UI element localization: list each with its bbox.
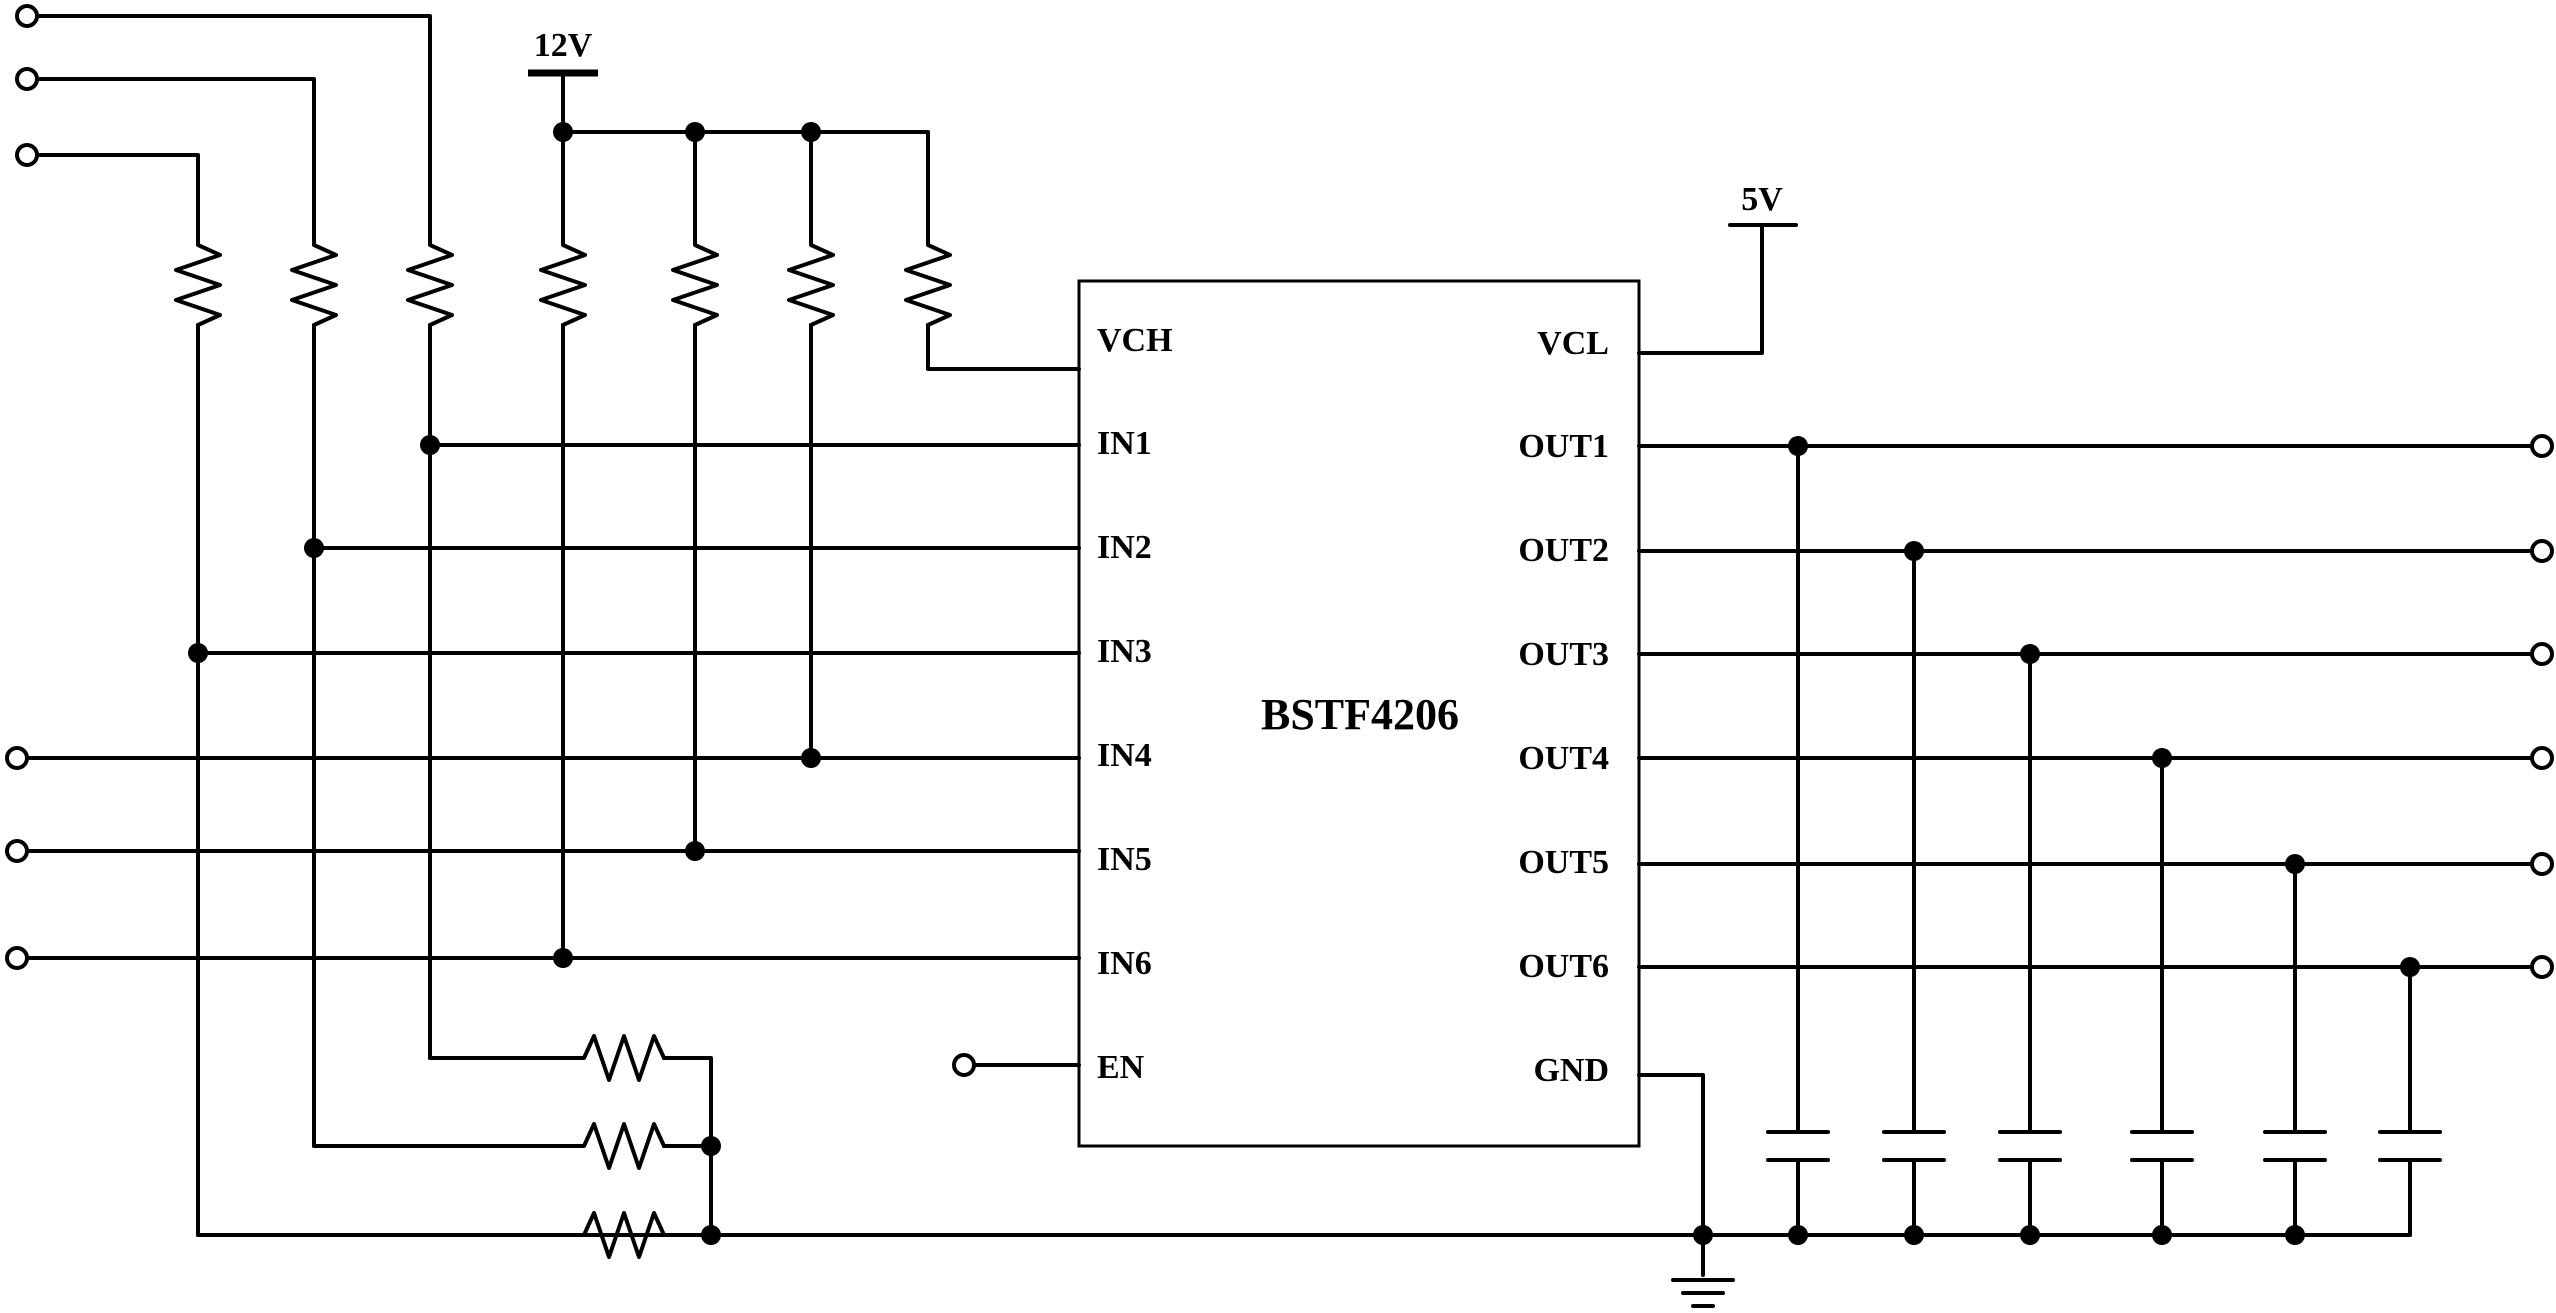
junction-dot (1788, 1225, 1808, 1245)
pin-label-vch: VCH (1097, 322, 1173, 359)
junction-dot (801, 122, 821, 142)
junction-dot (2020, 644, 2040, 664)
input-terminal (15, 67, 39, 91)
pin-label-out3: OUT3 (1518, 636, 1609, 673)
pin-label-in5: IN5 (1097, 841, 1152, 878)
enable-terminal (952, 1053, 976, 1077)
junction-dot (685, 122, 705, 142)
junction-dot (685, 841, 705, 861)
pin-label-en: EN (1097, 1049, 1145, 1086)
input-terminal (15, 4, 39, 28)
output-terminal (2530, 852, 2554, 876)
resistor (574, 1034, 666, 1082)
resistor (787, 235, 835, 327)
junction-dot (553, 122, 573, 142)
pin-label-vcl: VCL (1537, 325, 1609, 362)
ic-name: BSTF4206 (1261, 690, 1459, 739)
output-terminal (2530, 746, 2554, 770)
input-terminal (5, 746, 29, 770)
supply-5v-label: 5V (1741, 181, 1783, 218)
pin-label-in4: IN4 (1097, 737, 1152, 774)
junction-dot (701, 1136, 721, 1156)
supply-12v-label: 12V (534, 27, 593, 64)
pin-label-out2: OUT2 (1518, 532, 1609, 569)
junction-dot (304, 538, 324, 558)
pin-label-out5: OUT5 (1518, 844, 1609, 881)
resistor (574, 1211, 666, 1259)
pin-label-gnd: GND (1533, 1052, 1609, 1089)
junction-dot (1904, 541, 1924, 561)
pin-label-in6: IN6 (1097, 945, 1152, 982)
resistors-vertical (174, 235, 952, 327)
input-terminal (5, 946, 29, 970)
junction-dots (188, 122, 2420, 1245)
wiring (26, 14, 2534, 1277)
junction-dot (188, 643, 208, 663)
pin-label-out1: OUT1 (1518, 428, 1609, 465)
junction-dot (2285, 854, 2305, 874)
junction-dot (2020, 1225, 2040, 1245)
output-terminal (2530, 642, 2554, 666)
junction-dot (2152, 1225, 2172, 1245)
pin-label-out4: OUT4 (1518, 740, 1609, 777)
junction-dot (701, 1225, 721, 1245)
resistor (406, 235, 454, 327)
junction-dot (420, 435, 440, 455)
junction-dot (2285, 1225, 2305, 1245)
resistor (539, 235, 587, 327)
junction-dot (801, 748, 821, 768)
junction-dot (1788, 436, 1808, 456)
pin-label-in1: IN1 (1097, 425, 1152, 462)
pin-label-out6: OUT6 (1518, 948, 1609, 985)
resistor (290, 235, 338, 327)
output-terminal (2530, 955, 2554, 979)
pin-label-in3: IN3 (1097, 633, 1152, 670)
pin-label-in2: IN2 (1097, 529, 1152, 566)
capacitors (1766, 1130, 2442, 1162)
input-terminal (5, 839, 29, 863)
input-terminal (15, 143, 39, 167)
junction-dot (1904, 1225, 1924, 1245)
junction-dot (2152, 748, 2172, 768)
resistors-horizontal (574, 1034, 666, 1259)
junction-dot (1693, 1225, 1713, 1245)
junction-dot (2400, 957, 2420, 977)
junction-dot (553, 948, 573, 968)
resistor (671, 235, 719, 327)
ic-body (1077, 279, 1641, 1148)
resistor (904, 235, 952, 327)
resistor (174, 235, 222, 327)
output-terminal (2530, 434, 2554, 458)
output-terminal (2530, 539, 2554, 563)
resistor (574, 1122, 666, 1170)
ground-symbol (1671, 1278, 1735, 1308)
terminals (5, 4, 2554, 1077)
